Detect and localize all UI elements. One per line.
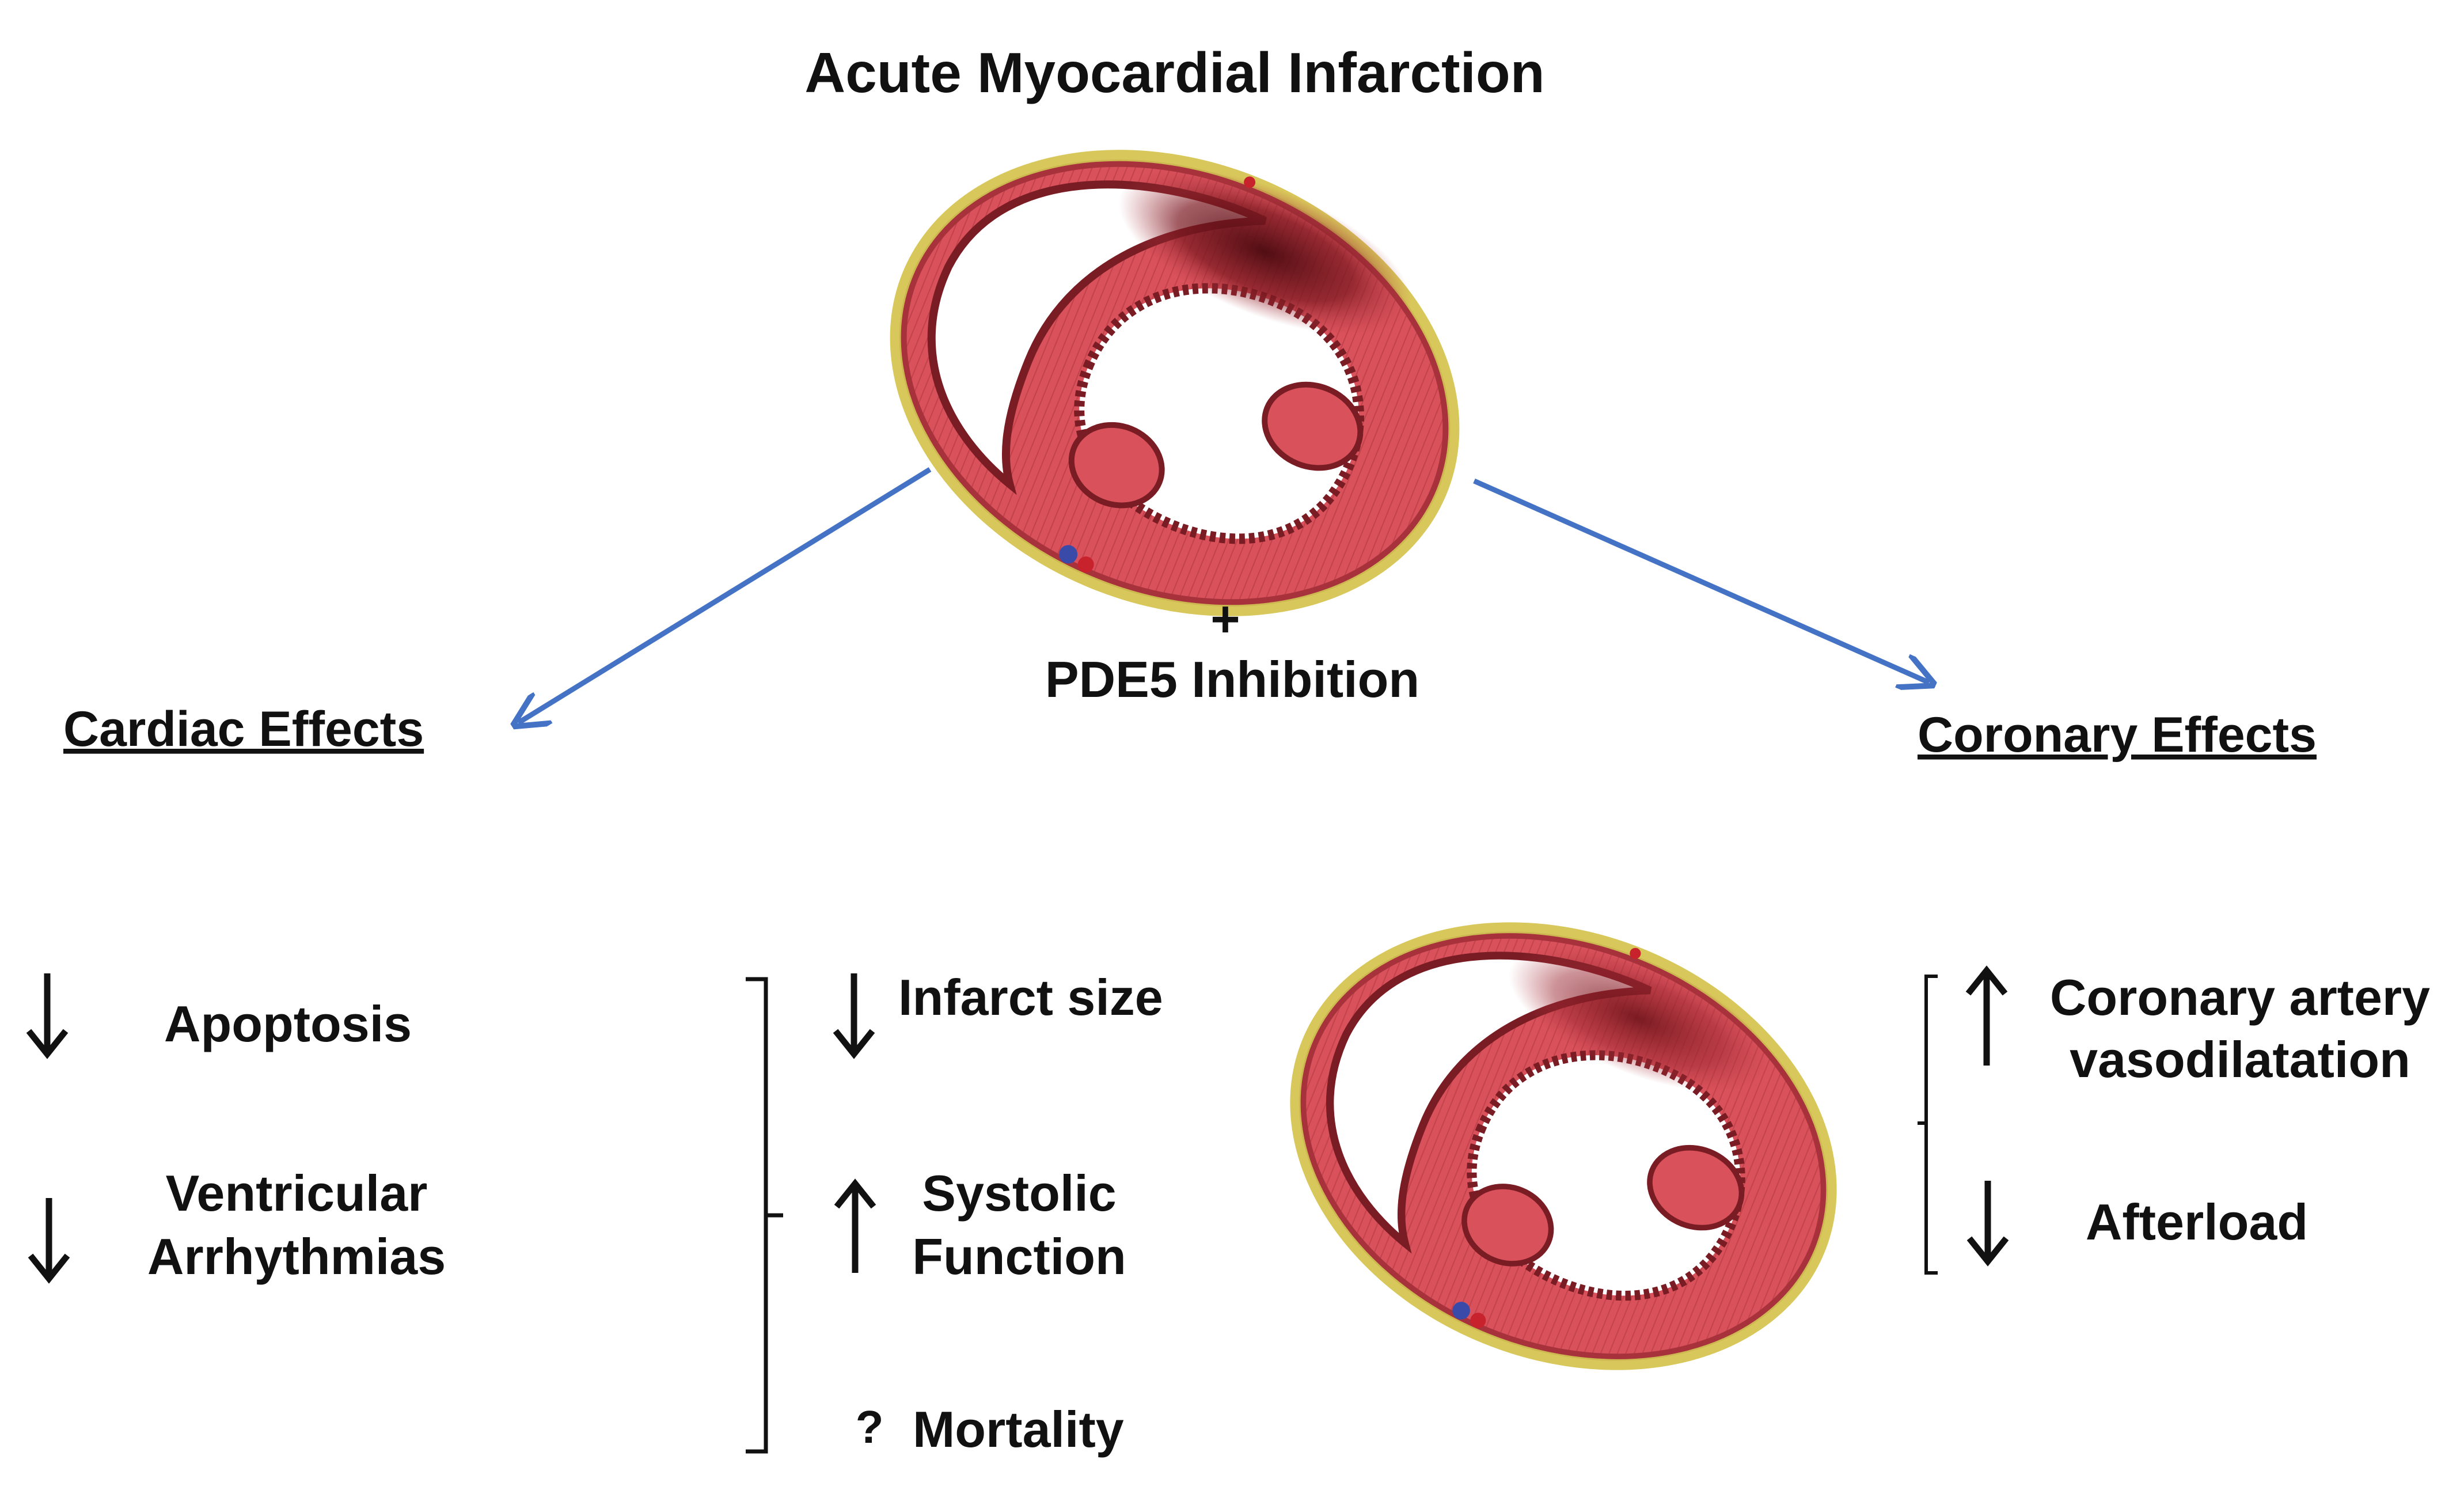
heart-cross-section-bottom <box>1290 922 1837 1370</box>
vasodilatation-label-line2: vasodilatation <box>2070 1031 2410 1088</box>
arrhythmias-down-arrow-icon <box>28 1198 70 1284</box>
afterload-label: Afterload <box>2086 1193 2308 1250</box>
infarct-size-down-arrow-icon <box>833 973 875 1059</box>
apoptosis-down-arrow-icon <box>26 973 69 1059</box>
arrhythmias-label-line1: Ventricular <box>166 1165 428 1222</box>
arrow-to-coronary-effects <box>1473 478 1929 683</box>
heart-cross-section-top <box>890 150 1460 616</box>
plus-sign: + <box>1210 590 1240 647</box>
cardiac-effects-heading: Cardiac Effects <box>63 702 424 757</box>
arrow-to-cardiac-effects <box>518 467 932 723</box>
mortality-label: Mortality <box>913 1401 1124 1458</box>
afterload-down-arrow-icon <box>1966 1181 2009 1267</box>
systolic-function-up-arrow-icon <box>834 1178 876 1273</box>
coronary-outcomes-bracket <box>1918 975 1938 1275</box>
infarct-size-label: Infarct size <box>898 969 1163 1026</box>
arrhythmias-label-line2: Arrhythmias <box>147 1228 446 1285</box>
vasodilatation-label-line1: Coronary artery <box>2050 969 2430 1026</box>
systolic-function-label-line2: Function <box>912 1228 1126 1285</box>
apoptosis-label: Apoptosis <box>164 995 412 1052</box>
coronary-effects-heading: Coronary Effects <box>1918 707 2317 763</box>
intervention-label: PDE5 Inhibition <box>1045 651 1419 708</box>
diagram-title: Acute Myocardial Infarction <box>804 41 1544 104</box>
cardiac-outcomes-bracket <box>746 977 783 1454</box>
vasodilatation-up-arrow-icon <box>1965 965 2008 1066</box>
mortality-question-marker: ? <box>856 1401 884 1453</box>
systolic-function-label-line1: Systolic <box>922 1165 1116 1222</box>
